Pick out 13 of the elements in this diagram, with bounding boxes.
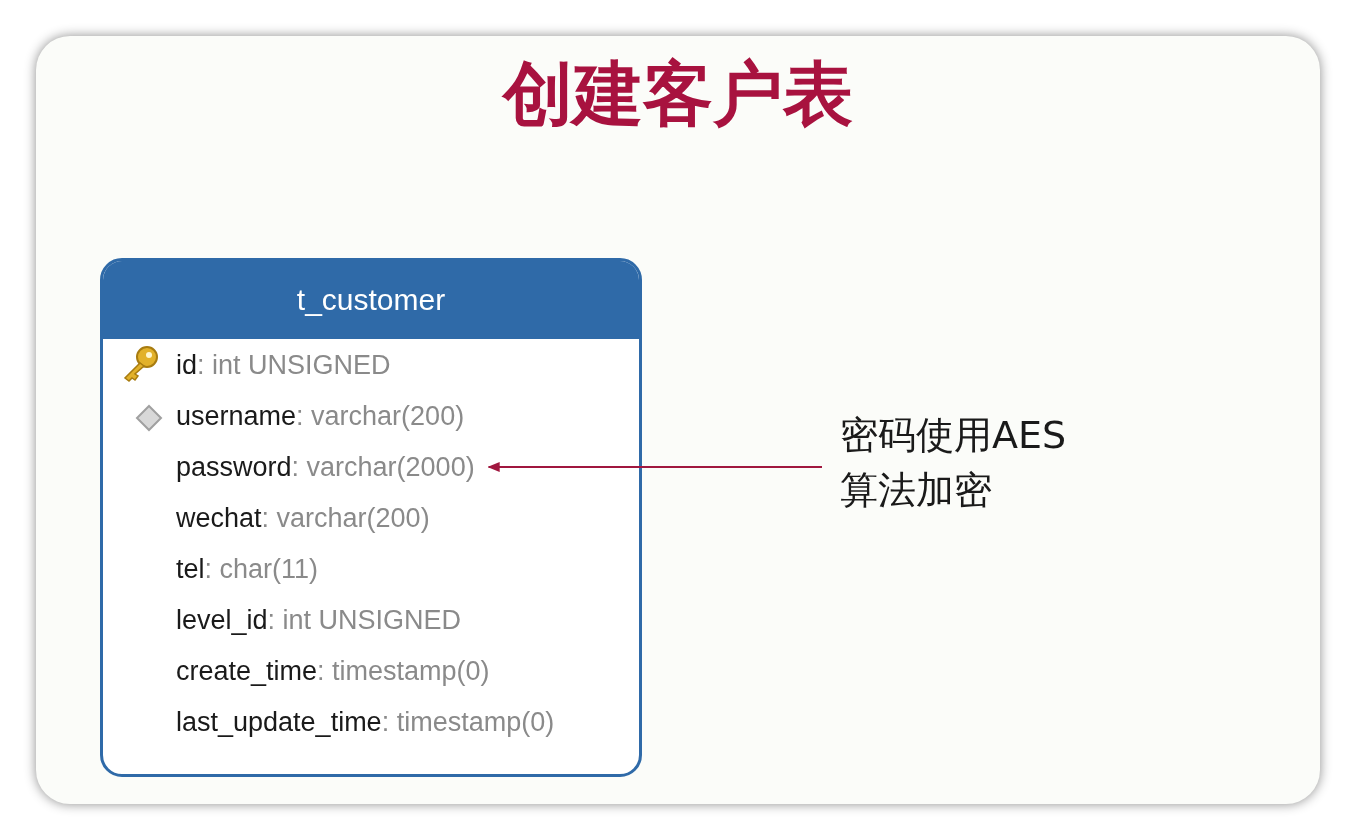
column-field: wechat: varchar(200) bbox=[176, 498, 430, 538]
column-field: tel: char(11) bbox=[176, 549, 319, 589]
column-field: id: int UNSIGNED bbox=[176, 345, 391, 385]
title: 创建客户表 bbox=[500, 52, 854, 137]
column-field: username: varchar(200) bbox=[176, 396, 465, 436]
table-name: t_customer bbox=[103, 261, 639, 339]
table-box bbox=[100, 258, 642, 777]
column-field: last_update_time: timestamp(0) bbox=[176, 702, 555, 742]
column-field: password: varchar(2000) bbox=[176, 447, 475, 487]
column-field: create_time: timestamp(0) bbox=[176, 651, 490, 691]
note-text: 密码使用AES算法加密 bbox=[840, 408, 1090, 519]
arrow bbox=[487, 462, 823, 472]
column-field: level_id: int UNSIGNED bbox=[176, 600, 462, 640]
